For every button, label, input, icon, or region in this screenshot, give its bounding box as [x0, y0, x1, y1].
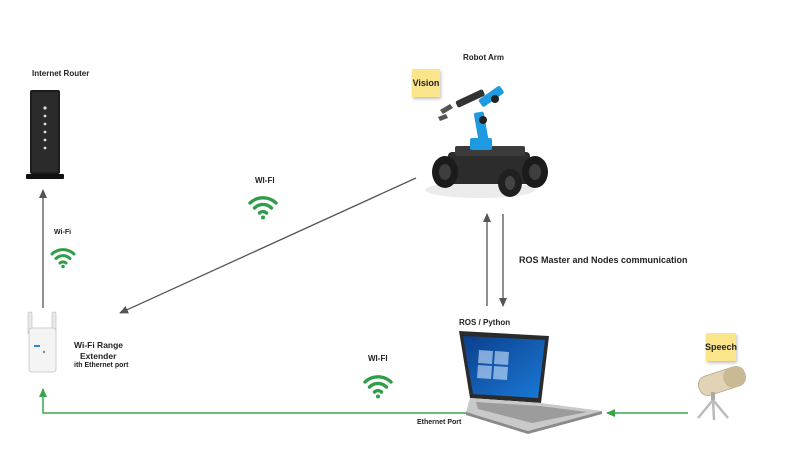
- wifi-bottom-label: WI-FI: [368, 354, 388, 363]
- laptop-icon: [459, 331, 602, 434]
- ethernet-port-label: Ethernet Port: [417, 419, 462, 426]
- speech-sticky-note: Speech: [705, 333, 737, 361]
- vision-sticky-note: Vision: [412, 69, 440, 97]
- robot-arm-icon: [425, 86, 548, 198]
- ros-communication-label: ROS Master and Nodes communication: [519, 255, 688, 265]
- ros-python-label: ROS / Python: [459, 318, 511, 327]
- router-icon: [26, 90, 64, 179]
- extender-label-line3: ith Ethernet port: [74, 362, 129, 369]
- wifi-icon: [363, 375, 393, 399]
- internet-router-label: Internet Router: [32, 69, 90, 78]
- extender-label-line2: Extender: [80, 351, 117, 361]
- wifi-top-label: WI-FI: [255, 176, 275, 185]
- arrow-robot-to-extender: [119, 177, 417, 314]
- wifi-left-label: Wi-Fi: [54, 229, 72, 236]
- robot-arm-label: Robot Arm: [463, 53, 505, 62]
- ethernet-link-laptop-to-extender: [39, 388, 476, 414]
- microphone-icon: [697, 366, 746, 421]
- wifi-icon: [50, 248, 76, 269]
- extender-label-line1: Wi-Fi Range: [74, 340, 124, 350]
- range-extender-icon: [27, 311, 57, 373]
- wifi-icon: [248, 196, 278, 220]
